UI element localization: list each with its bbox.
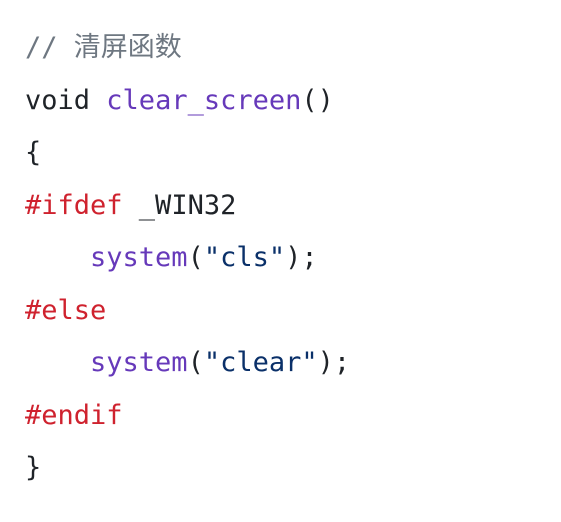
code-line-comment: // 清屏函数 — [25, 27, 561, 80]
code-line-else: #else — [25, 290, 561, 343]
comment-text: 清屏函数 — [73, 32, 182, 63]
space — [90, 85, 106, 116]
return-type: void — [25, 84, 91, 116]
code-line-function-signature: void clear_screen() — [25, 80, 561, 133]
code-line-close-brace: } — [25, 447, 561, 500]
close-paren-semicolon: ); — [317, 347, 351, 378]
ifdef-directive: #ifdef — [25, 189, 123, 221]
indent — [25, 242, 90, 273]
close-brace: } — [25, 452, 42, 483]
code-line-system-clear: system("clear"); — [25, 342, 561, 395]
open-paren: ( — [187, 242, 204, 273]
open-paren: ( — [187, 347, 204, 378]
else-directive: #else — [25, 294, 107, 326]
system-call: system — [90, 242, 188, 273]
close-paren-semicolon: ); — [285, 242, 318, 273]
code-line-system-cls: system("cls"); — [25, 237, 561, 290]
code-line-open-brace: { — [25, 132, 561, 185]
open-brace: { — [25, 137, 42, 168]
code-line-ifdef: #ifdef _WIN32 — [25, 185, 561, 238]
endif-directive: #endif — [25, 399, 123, 431]
system-call: system — [90, 347, 188, 378]
function-name: clear_screen — [106, 84, 302, 116]
comment-slashes: // — [25, 32, 74, 63]
macro-name: _WIN32 — [122, 189, 237, 221]
indent — [25, 347, 90, 378]
code-line-endif: #endif — [25, 395, 561, 448]
string-literal-cls: "cls" — [203, 242, 286, 273]
string-literal-clear: "clear" — [203, 347, 318, 378]
parameter-parens: () — [301, 84, 334, 116]
